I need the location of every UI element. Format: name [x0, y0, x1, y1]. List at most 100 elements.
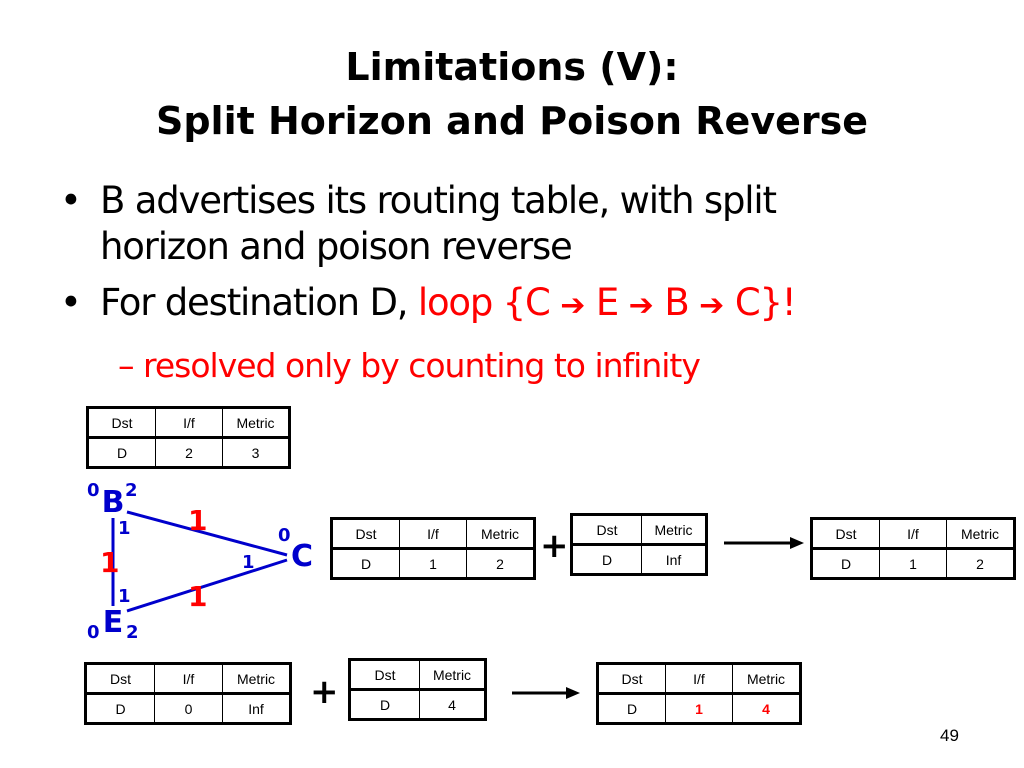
table-row: D 1 2	[811, 548, 1015, 579]
cell-dst: D	[85, 693, 155, 724]
port-b-1: 1	[118, 518, 131, 539]
plus-operator-top: +	[540, 526, 569, 566]
header-dst: Dst	[85, 663, 155, 695]
arrow-right-icon	[512, 687, 580, 699]
table-header-row: Dst I/f Metric	[85, 663, 291, 695]
e-routing-table: Dst I/f Metric D 0 Inf	[84, 662, 292, 725]
header-if: I/f	[665, 663, 733, 695]
cell-if-changed: 1	[665, 693, 733, 724]
table-header-row: Dst I/f Metric	[87, 407, 290, 439]
bullet-list: • B advertises its routing table, with s…	[60, 178, 1000, 339]
header-dst: Dst	[597, 663, 666, 695]
table-row: D 2 3	[87, 437, 290, 468]
table-header-row: Dst I/f Metric	[811, 518, 1015, 550]
network-topology-diagram: B C E 0 2 1 0 1 1 0 2 1 1 1	[87, 480, 313, 643]
cell-metric: Inf	[641, 544, 707, 575]
link-e-c	[126, 558, 288, 613]
title-line-2: Split Horizon and Poison Reverse	[155, 99, 869, 143]
cell-dst: D	[349, 689, 420, 720]
header-metric: Metric	[641, 514, 707, 546]
loop-start: loop {C	[417, 281, 561, 324]
table-header-row: Dst I/f Metric	[331, 518, 535, 550]
cell-if: 0	[154, 693, 223, 724]
right-arrow-icon: ➔	[699, 288, 725, 323]
node-b: B	[102, 485, 125, 520]
header-metric: Metric	[222, 407, 290, 439]
table-row: D 1 4	[597, 693, 801, 724]
loop-seg-2: B	[653, 281, 700, 324]
cell-metric: 2	[946, 548, 1015, 579]
e-result-table: Dst I/f Metric D 1 4	[596, 662, 802, 725]
table-row: D Inf	[571, 544, 707, 575]
right-arrow-icon: ➔	[628, 288, 654, 323]
b-routing-table: Dst I/f Metric D 2 3	[86, 406, 291, 469]
header-if: I/f	[154, 663, 223, 695]
sub-bullet-dash: –	[118, 346, 134, 385]
bullet-2-prefix: For destination D,	[100, 281, 418, 324]
header-dst: Dst	[571, 514, 642, 546]
c-received-update-table: Dst Metric D Inf	[570, 513, 708, 576]
loop-end: C}!	[724, 281, 797, 324]
plus-operator-bottom: +	[310, 672, 339, 712]
header-metric: Metric	[466, 518, 535, 550]
slide-title: Limitations (V): Split Horizon and Poiso…	[0, 40, 1024, 148]
bullet-1-line-1: B advertises its routing table, with spl…	[100, 179, 777, 222]
port-e-2: 2	[126, 622, 139, 643]
right-arrow-icon: ➔	[560, 288, 586, 323]
header-metric: Metric	[419, 659, 486, 691]
loop-seg-1: E	[585, 281, 629, 324]
header-dst: Dst	[811, 518, 880, 550]
header-metric: Metric	[732, 663, 801, 695]
cost-e-c: 1	[188, 580, 207, 613]
cell-metric: 2	[466, 548, 535, 579]
bullet-dot: •	[60, 281, 82, 324]
cell-if: 1	[399, 548, 467, 579]
cell-dst: D	[811, 548, 880, 579]
link-b-c	[126, 510, 288, 557]
cell-dst: D	[331, 548, 400, 579]
c-routing-table: Dst I/f Metric D 1 2	[330, 517, 536, 580]
table-header-row: Dst I/f Metric	[597, 663, 801, 695]
table-row: D 1 2	[331, 548, 535, 579]
table-header-row: Dst Metric	[571, 514, 707, 546]
cost-b-e: 1	[100, 546, 119, 579]
title-line-1: Limitations (V):	[345, 45, 679, 89]
node-e: E	[103, 605, 124, 640]
port-b-0: 0	[87, 480, 100, 501]
e-received-update-table: Dst Metric D 4	[348, 658, 487, 721]
sub-bullet: – resolved only by counting to infinity	[118, 344, 701, 388]
cell-dst: D	[87, 437, 156, 468]
header-if: I/f	[155, 407, 223, 439]
cell-dst: D	[571, 544, 642, 575]
table-header-row: Dst Metric	[349, 659, 486, 691]
bullet-1-line-2: horizon and poison reverse	[100, 225, 573, 268]
c-result-table: Dst I/f Metric D 1 2	[810, 517, 1016, 580]
port-c-0: 0	[278, 525, 291, 546]
sub-bullet-text: resolved only by counting to infinity	[143, 346, 701, 385]
header-dst: Dst	[87, 407, 156, 439]
header-metric: Metric	[222, 663, 291, 695]
header-if: I/f	[879, 518, 947, 550]
cell-metric: 3	[222, 437, 290, 468]
port-e-0: 0	[87, 622, 100, 643]
port-b-2: 2	[125, 480, 138, 501]
page-number: 49	[940, 726, 959, 745]
header-dst: Dst	[331, 518, 400, 550]
header-metric: Metric	[946, 518, 1015, 550]
loop-text: loop {C ➔ E ➔ B ➔ C}!	[417, 281, 797, 324]
bullet-item-2: • For destination D, loop {C ➔ E ➔ B ➔ C…	[60, 280, 1000, 329]
table-row: D 4	[349, 689, 486, 720]
bullet-item-1: • B advertises its routing table, with s…	[60, 178, 1000, 270]
table-row: D 0 Inf	[85, 693, 291, 724]
arrow-right-icon	[724, 537, 804, 549]
cell-metric: 4	[419, 689, 486, 720]
bullet-dot: •	[60, 179, 82, 222]
cell-if: 2	[155, 437, 223, 468]
node-c: C	[291, 539, 313, 574]
port-e-1: 1	[118, 586, 131, 607]
port-c-1: 1	[242, 552, 255, 573]
cell-metric: Inf	[222, 693, 291, 724]
cell-if: 1	[879, 548, 947, 579]
header-dst: Dst	[349, 659, 420, 691]
cell-dst: D	[597, 693, 666, 724]
